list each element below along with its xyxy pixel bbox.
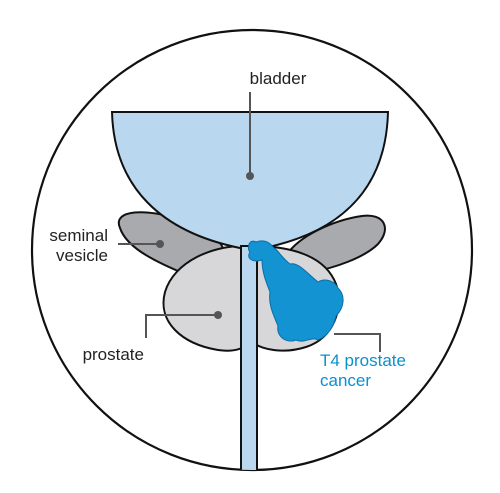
leader-lines bbox=[118, 92, 381, 352]
cancer-label-line1: T4 prostate bbox=[320, 351, 406, 370]
prostate-dot bbox=[214, 311, 222, 319]
tumor bbox=[247, 240, 344, 342]
bladder-dot bbox=[246, 172, 254, 180]
cancer-label-line2: cancer bbox=[320, 371, 371, 390]
prostate-leader bbox=[145, 314, 218, 338]
cancer-leader bbox=[334, 333, 381, 352]
vesicle-dot bbox=[156, 240, 164, 248]
prostate-label: prostate bbox=[83, 345, 144, 364]
seminal-vesicle-label-line1: seminal bbox=[49, 226, 108, 245]
bladder-label: bladder bbox=[250, 69, 307, 88]
urethra bbox=[240, 245, 258, 470]
seminal-vesicle-label-line2: vesicle bbox=[56, 246, 108, 265]
